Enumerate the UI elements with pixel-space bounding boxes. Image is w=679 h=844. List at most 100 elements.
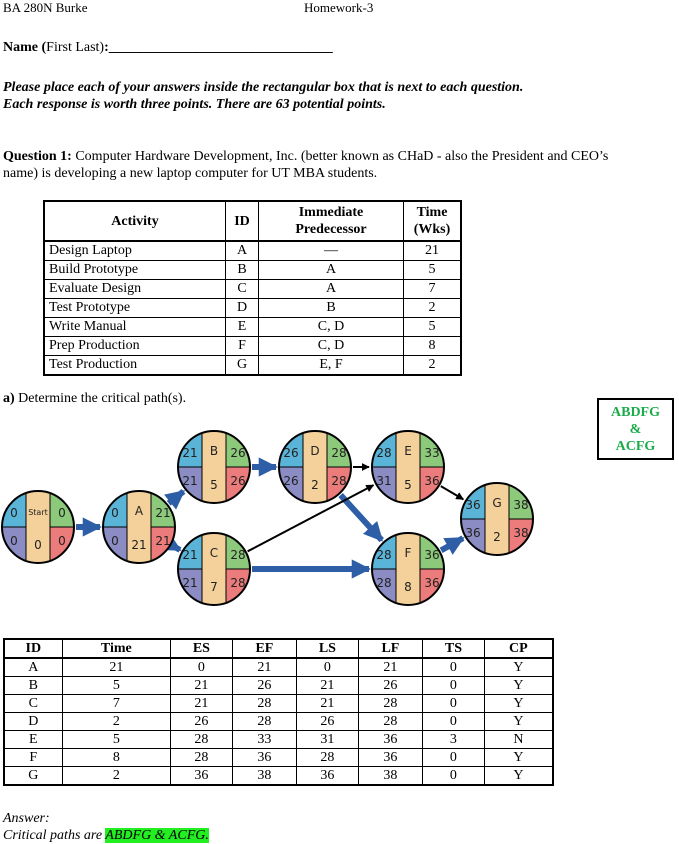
name-blank: ________________________________ — [108, 40, 333, 55]
results-cell: 0 — [296, 657, 359, 677]
results-cell: 0 — [170, 657, 233, 677]
results-cell: 38 — [357, 766, 424, 786]
node-name: E — [404, 444, 412, 458]
activity-cell-time: 21 — [403, 240, 462, 261]
results-cell: 28 — [170, 748, 233, 767]
results-cell: 0 — [422, 766, 485, 786]
activity-cell-id: G — [225, 355, 259, 376]
node-duration: 8 — [404, 580, 412, 594]
activity-cell-pred: E, F — [258, 355, 404, 376]
time-band — [396, 534, 420, 604]
arrow-C-E — [247, 484, 375, 553]
activity-cell-activity: Write Manual — [43, 317, 226, 337]
node-es: 0 — [10, 506, 18, 520]
results-cell: 38 — [231, 766, 298, 786]
node-lf: 38 — [513, 526, 528, 540]
node-outline — [177, 532, 251, 606]
activity-cell-pred: — — [258, 240, 404, 261]
node-duration: 2 — [493, 530, 501, 544]
results-cell: 26 — [231, 676, 298, 695]
results-cell: 0 — [422, 657, 485, 677]
results-header: CP — [483, 638, 554, 659]
results-cell: 8 — [61, 748, 172, 767]
answer-box[interactable]: ABDFG & ACFG — [597, 398, 674, 460]
node-es: 36 — [465, 498, 480, 512]
node-lf: 0 — [58, 534, 66, 548]
node-ef: 28 — [230, 548, 245, 562]
node-duration: 2 — [311, 478, 319, 492]
results-cell: A — [3, 657, 63, 677]
node-ls: 21 — [182, 576, 197, 590]
time-band — [485, 484, 509, 554]
results-cell: C — [3, 694, 63, 713]
node-ef: 36 — [424, 548, 439, 562]
arrow-D-F — [338, 493, 384, 543]
results-cell: 21 — [170, 694, 233, 713]
activity-cell-pred: A — [258, 279, 404, 299]
results-cell: 21 — [357, 657, 424, 677]
node-ls: 36 — [465, 526, 480, 540]
node-outline — [1, 490, 75, 564]
header-assignment: Homework-3 — [304, 0, 374, 15]
node-lf: 26 — [230, 474, 245, 488]
results-cell: 0 — [422, 712, 485, 731]
node-name: Start — [28, 508, 48, 517]
results-cell: Y — [483, 766, 554, 786]
activity-cell-id: C — [225, 279, 259, 299]
activity-cell-id: B — [225, 260, 259, 280]
node-lf: 28 — [230, 576, 245, 590]
results-cell: 21 — [296, 694, 359, 713]
results-cell: 5 — [61, 676, 172, 695]
node-ef: 0 — [58, 506, 66, 520]
activity-cell-pred: C, D — [258, 317, 404, 337]
node-duration: 5 — [210, 478, 218, 492]
header-course: BA 280N Burke — [3, 0, 88, 15]
col-id: ID — [225, 200, 259, 242]
col-activity: Activity — [43, 200, 226, 242]
node-es: 28 — [376, 446, 391, 460]
arrow-F-G — [439, 535, 465, 555]
node-name: D — [310, 444, 319, 458]
results-cell: G — [3, 766, 63, 786]
results-cell: Y — [483, 657, 554, 677]
results-cell: F — [3, 748, 63, 767]
node-ls: 31 — [376, 474, 391, 488]
answer-block: Answer: Critical paths are ABDFG & ACFG. — [3, 811, 209, 843]
node-outline — [177, 430, 251, 504]
question-1: Question 1: Computer Hardware Developmen… — [3, 149, 609, 181]
node-ef: 28 — [331, 446, 346, 460]
activity-cell-activity: Test Prototype — [43, 298, 226, 318]
activity-cell-time: 7 — [403, 279, 462, 299]
results-cell: 21 — [61, 657, 172, 677]
activity-cell-id: A — [225, 240, 259, 261]
results-cell: 31 — [296, 730, 359, 749]
results-cell: Y — [483, 712, 554, 731]
activity-cell-id: E — [225, 317, 259, 337]
results-cell: 7 — [61, 694, 172, 713]
activity-cell-pred: A — [258, 260, 404, 280]
time-band — [303, 432, 327, 502]
results-cell: 0 — [422, 676, 485, 695]
activity-cell-time: 5 — [403, 317, 462, 337]
node-duration: 7 — [210, 580, 218, 594]
activity-cell-pred: C, D — [258, 336, 404, 356]
results-cell: 26 — [296, 712, 359, 731]
results-header: LS — [296, 638, 359, 659]
activity-cell-activity: Prep Production — [43, 336, 226, 356]
results-cell: 26 — [357, 676, 424, 695]
node-lf: 28 — [331, 474, 346, 488]
results-cell: 0 — [422, 748, 485, 767]
